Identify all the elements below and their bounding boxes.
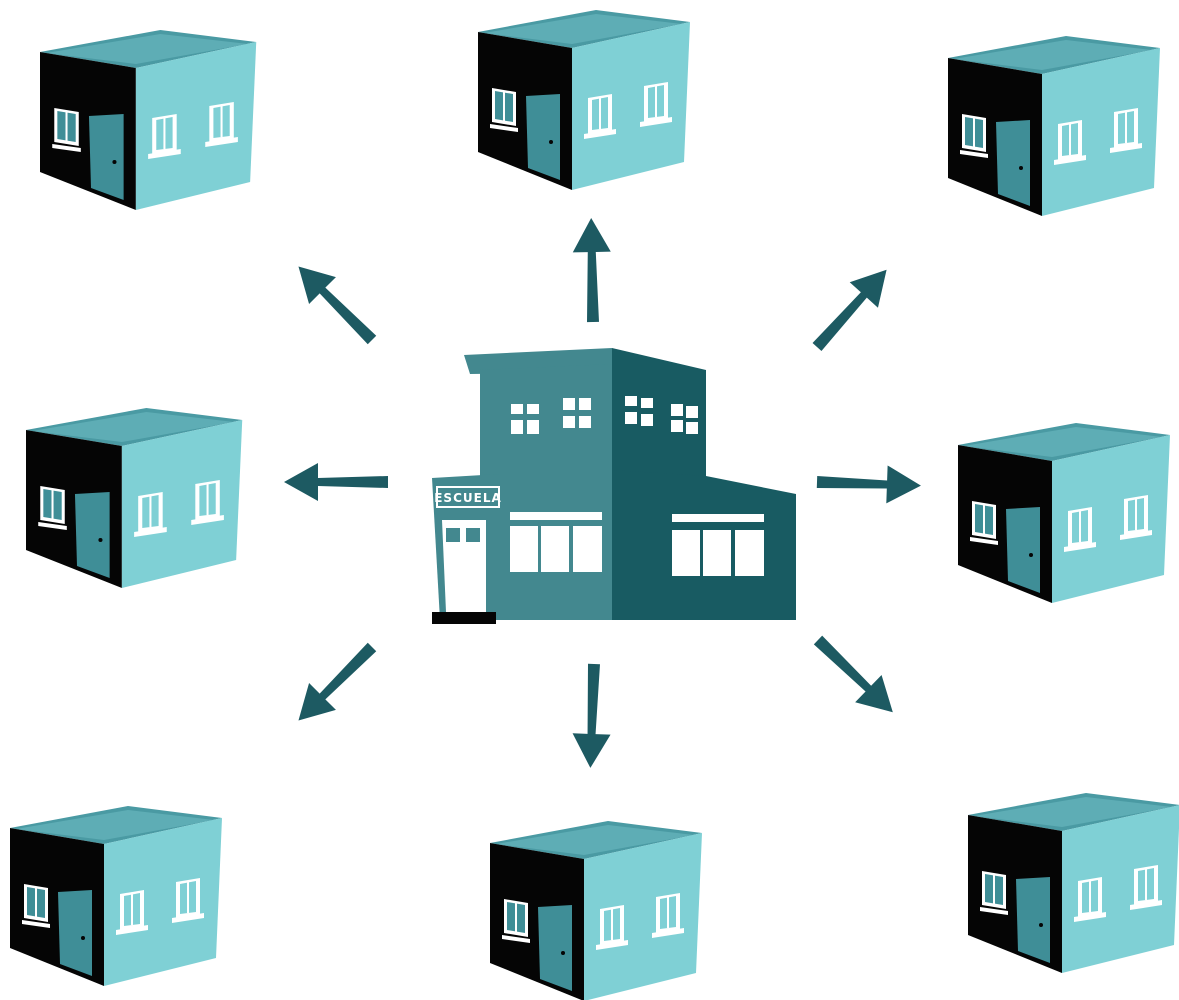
arrow-down	[571, 663, 613, 769]
school-sign-label: ESCUELA	[434, 491, 502, 505]
arrow-down-right	[804, 626, 907, 726]
house-top-left	[38, 28, 258, 212]
arrow-down-left	[285, 633, 386, 734]
house-top-center	[477, 9, 691, 191]
school-door	[442, 520, 486, 612]
house-middle-left	[24, 406, 244, 590]
school-upper-windows	[511, 396, 698, 434]
school-building: ESCUELA	[432, 348, 796, 624]
arrow-up-left	[285, 253, 386, 354]
arrow-up	[572, 217, 612, 323]
arrow-up-right	[802, 256, 901, 360]
house-bottom-center	[489, 820, 703, 1000]
school-lower-windows-side	[672, 514, 764, 576]
house-top-right	[947, 35, 1161, 217]
house-bottom-left	[9, 805, 223, 987]
arrow-left	[284, 463, 388, 501]
arrow-right	[816, 463, 922, 505]
house-middle-right	[957, 422, 1171, 604]
house-bottom-right	[967, 792, 1179, 974]
school-lower-windows-front	[510, 512, 602, 572]
